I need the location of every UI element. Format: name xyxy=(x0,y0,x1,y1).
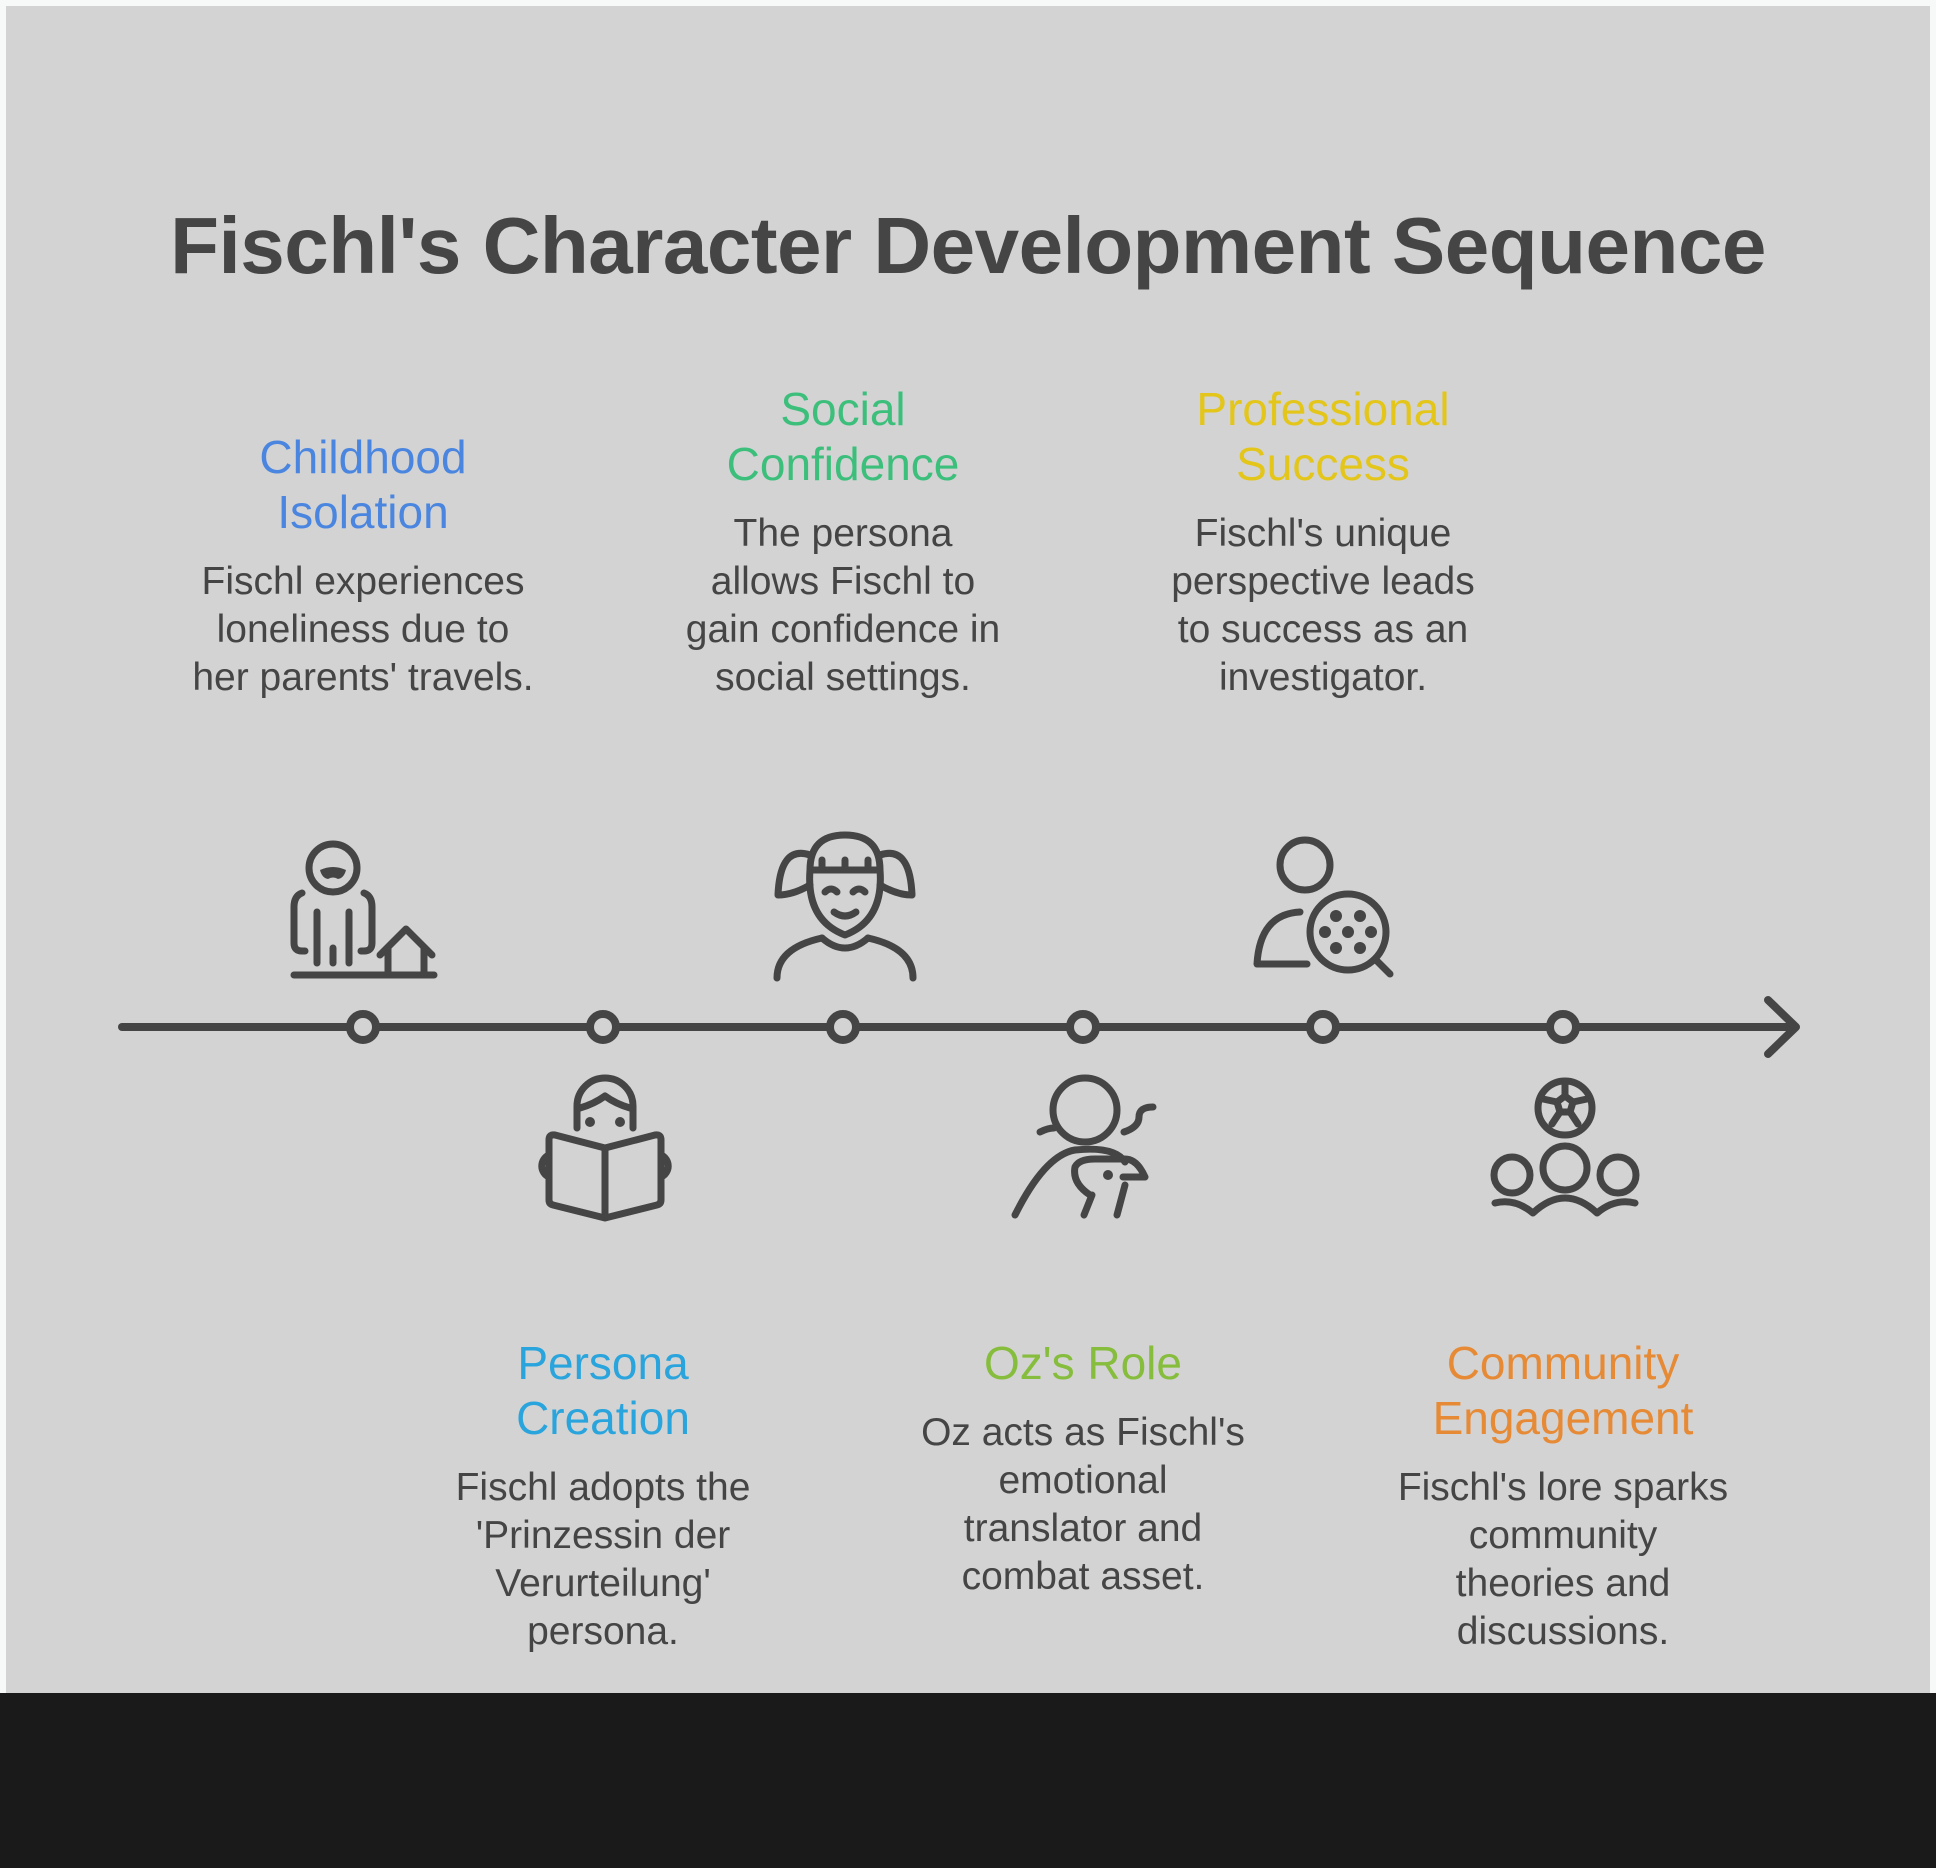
step-description-line: discussions. xyxy=(1456,1610,1670,1653)
page-title: Fischl's Character Development Sequence xyxy=(170,201,1766,290)
step-ozs-role: Oz's Role Oz acts as Fischl's emotional tra… xyxy=(873,1336,1293,1601)
step-description-line: her parents' travels. xyxy=(192,656,534,699)
step-description-line: loneliness due to xyxy=(216,608,510,651)
step-title-line: Isolation xyxy=(277,486,449,538)
step-description: Fischl's unique perspective leads to succe… xyxy=(1113,510,1533,702)
step-title-line: Success xyxy=(1236,438,1410,490)
step-description-line: Verurteilung' xyxy=(495,1562,711,1605)
arrow-icon xyxy=(1764,996,1800,1058)
step-title-line: Persona xyxy=(517,1337,689,1389)
step-description: Oz acts as Fischl's emotional translator a… xyxy=(873,1409,1293,1601)
step-description: The persona allows Fischl to gain confiden… xyxy=(633,510,1053,702)
step-description-line: allows Fischl to xyxy=(710,560,976,603)
step-title-line: Oz's Role xyxy=(984,1337,1182,1389)
timeline-node xyxy=(826,1010,860,1044)
timeline-node xyxy=(346,1010,380,1044)
step-description-line: emotional xyxy=(998,1459,1168,1502)
child-house-icon xyxy=(290,840,438,979)
step-description-line: 'Prinzessin der xyxy=(475,1514,731,1557)
step-title-line: Creation xyxy=(516,1392,690,1444)
step-description-line: theories and xyxy=(1455,1562,1671,1605)
step-description-line: social settings. xyxy=(715,656,971,699)
step-description-line: community xyxy=(1468,1514,1658,1557)
step-description: Fischl experiences loneliness due to her p… xyxy=(153,558,573,702)
step-description-line: Fischl's unique xyxy=(1194,512,1452,555)
step-title-line: Social xyxy=(780,383,906,435)
user-search-icon xyxy=(1253,836,1394,978)
person-with-bird-icon xyxy=(1011,1074,1157,1219)
step-description-line: Fischl adopts the xyxy=(455,1466,751,1509)
step-description: Fischl's lore sparks community theories an… xyxy=(1353,1464,1773,1656)
bottom-black-bar xyxy=(0,1693,1936,1868)
step-description-line: translator and xyxy=(963,1507,1203,1550)
step-title-line: Community xyxy=(1446,1337,1680,1389)
step-description-line: combat asset. xyxy=(961,1555,1205,1598)
diagram-background xyxy=(6,6,1930,1693)
step-title-line: Professional xyxy=(1196,383,1450,435)
step-description-line: Fischl experiences xyxy=(201,560,525,603)
step-description-line: to success as an xyxy=(1177,608,1469,651)
step-description-line: perspective leads xyxy=(1171,560,1475,603)
timeline-diagram xyxy=(118,831,1800,1222)
step-description-line: gain confidence in xyxy=(685,608,1001,651)
step-title-line: Childhood xyxy=(259,431,467,483)
step-description-line: persona. xyxy=(527,1610,679,1653)
step-description-line: The persona xyxy=(733,512,953,555)
girl-pigtails-icon xyxy=(773,831,917,982)
reading-book-icon xyxy=(538,1074,672,1222)
step-title: Oz's Role xyxy=(873,1336,1293,1391)
step-description-line: Fischl's lore sparks xyxy=(1397,1466,1729,1509)
timeline-node xyxy=(1546,1010,1580,1044)
timeline-node xyxy=(1066,1010,1100,1044)
step-description-line: Oz acts as Fischl's xyxy=(921,1411,1245,1454)
timeline-node xyxy=(1306,1010,1340,1044)
group-with-ball-icon xyxy=(1490,1077,1640,1217)
step-title-line: Confidence xyxy=(726,438,960,490)
step-title-line: Engagement xyxy=(1432,1392,1694,1444)
timeline-node xyxy=(586,1010,620,1044)
step-description-line: investigator. xyxy=(1218,656,1428,699)
